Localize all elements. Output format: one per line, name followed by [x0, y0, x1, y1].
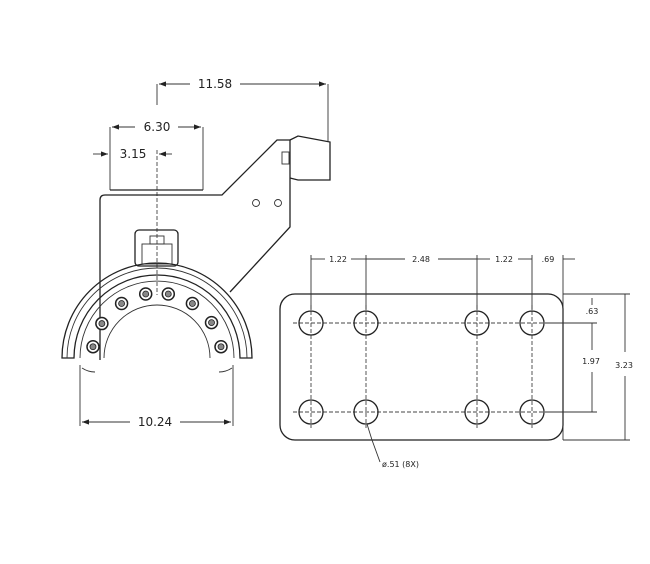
mounting-hole: [519, 399, 545, 425]
mounting-hole: [353, 310, 379, 336]
bracket-body: [99, 135, 331, 360]
mounting-hole: [298, 399, 324, 425]
mounting-hole: [519, 310, 545, 336]
dimension-hole-spacing: 1.22 2.48 1.22 .69: [310, 255, 575, 440]
callout-leader: [366, 423, 381, 463]
hole-centerlines: [293, 305, 550, 428]
fitting: [281, 151, 290, 165]
bolt-icon: [138, 287, 153, 301]
dim-label-1-22-left: 1.22: [329, 255, 347, 264]
hole-callout: ø.51 (8X): [382, 460, 419, 469]
dimension-overall-width: 11.58: [156, 77, 329, 142]
dim-label-10-24: 10.24: [138, 415, 172, 429]
nozzle: [289, 135, 331, 181]
bolt-icon: [214, 339, 228, 354]
dim-label-2-48: 2.48: [412, 255, 430, 264]
dim-label-6-30: 6.30: [144, 120, 171, 134]
mounting-hole: [464, 310, 490, 336]
dim-label-69: .69: [542, 255, 555, 264]
mount-hole: [252, 199, 260, 207]
mounting-hole: [464, 399, 490, 425]
clamp-ring: [61, 262, 253, 373]
bolt-icon: [86, 339, 100, 354]
mounting-hole: [353, 399, 379, 425]
dim-label-11-58: 11.58: [198, 77, 232, 91]
mounting-plate: [279, 293, 564, 441]
dimension-opening-width: 10.24: [79, 365, 234, 429]
clamp-housing: [134, 229, 179, 267]
bolt-icon: [95, 316, 109, 331]
dimension-mount-width: 6.30: [109, 120, 204, 190]
dim-label-3-15: 3.15: [120, 147, 147, 161]
dimension-center-offset: 3.15: [93, 147, 172, 161]
bolt-icon: [161, 287, 176, 301]
bolt-icon: [185, 296, 200, 311]
dim-label-1-97: 1.97: [582, 357, 600, 366]
bolt-icon: [114, 296, 129, 311]
bolt-icon: [204, 315, 219, 330]
dim-label-3-23: 3.23: [615, 361, 633, 370]
mounting-hole: [298, 310, 324, 336]
side-view: 11.58 6.30 3.15: [61, 77, 331, 429]
dim-label-63: .63: [586, 307, 599, 316]
mount-hole: [274, 199, 282, 207]
dim-label-1-22-right: 1.22: [495, 255, 513, 264]
mounting-plate-view: 1.22 2.48 1.22 .69 .63 1.97 3.23 ø.51 (8…: [279, 255, 633, 469]
dimension-vertical: .63 1.97 3.23: [545, 293, 633, 441]
